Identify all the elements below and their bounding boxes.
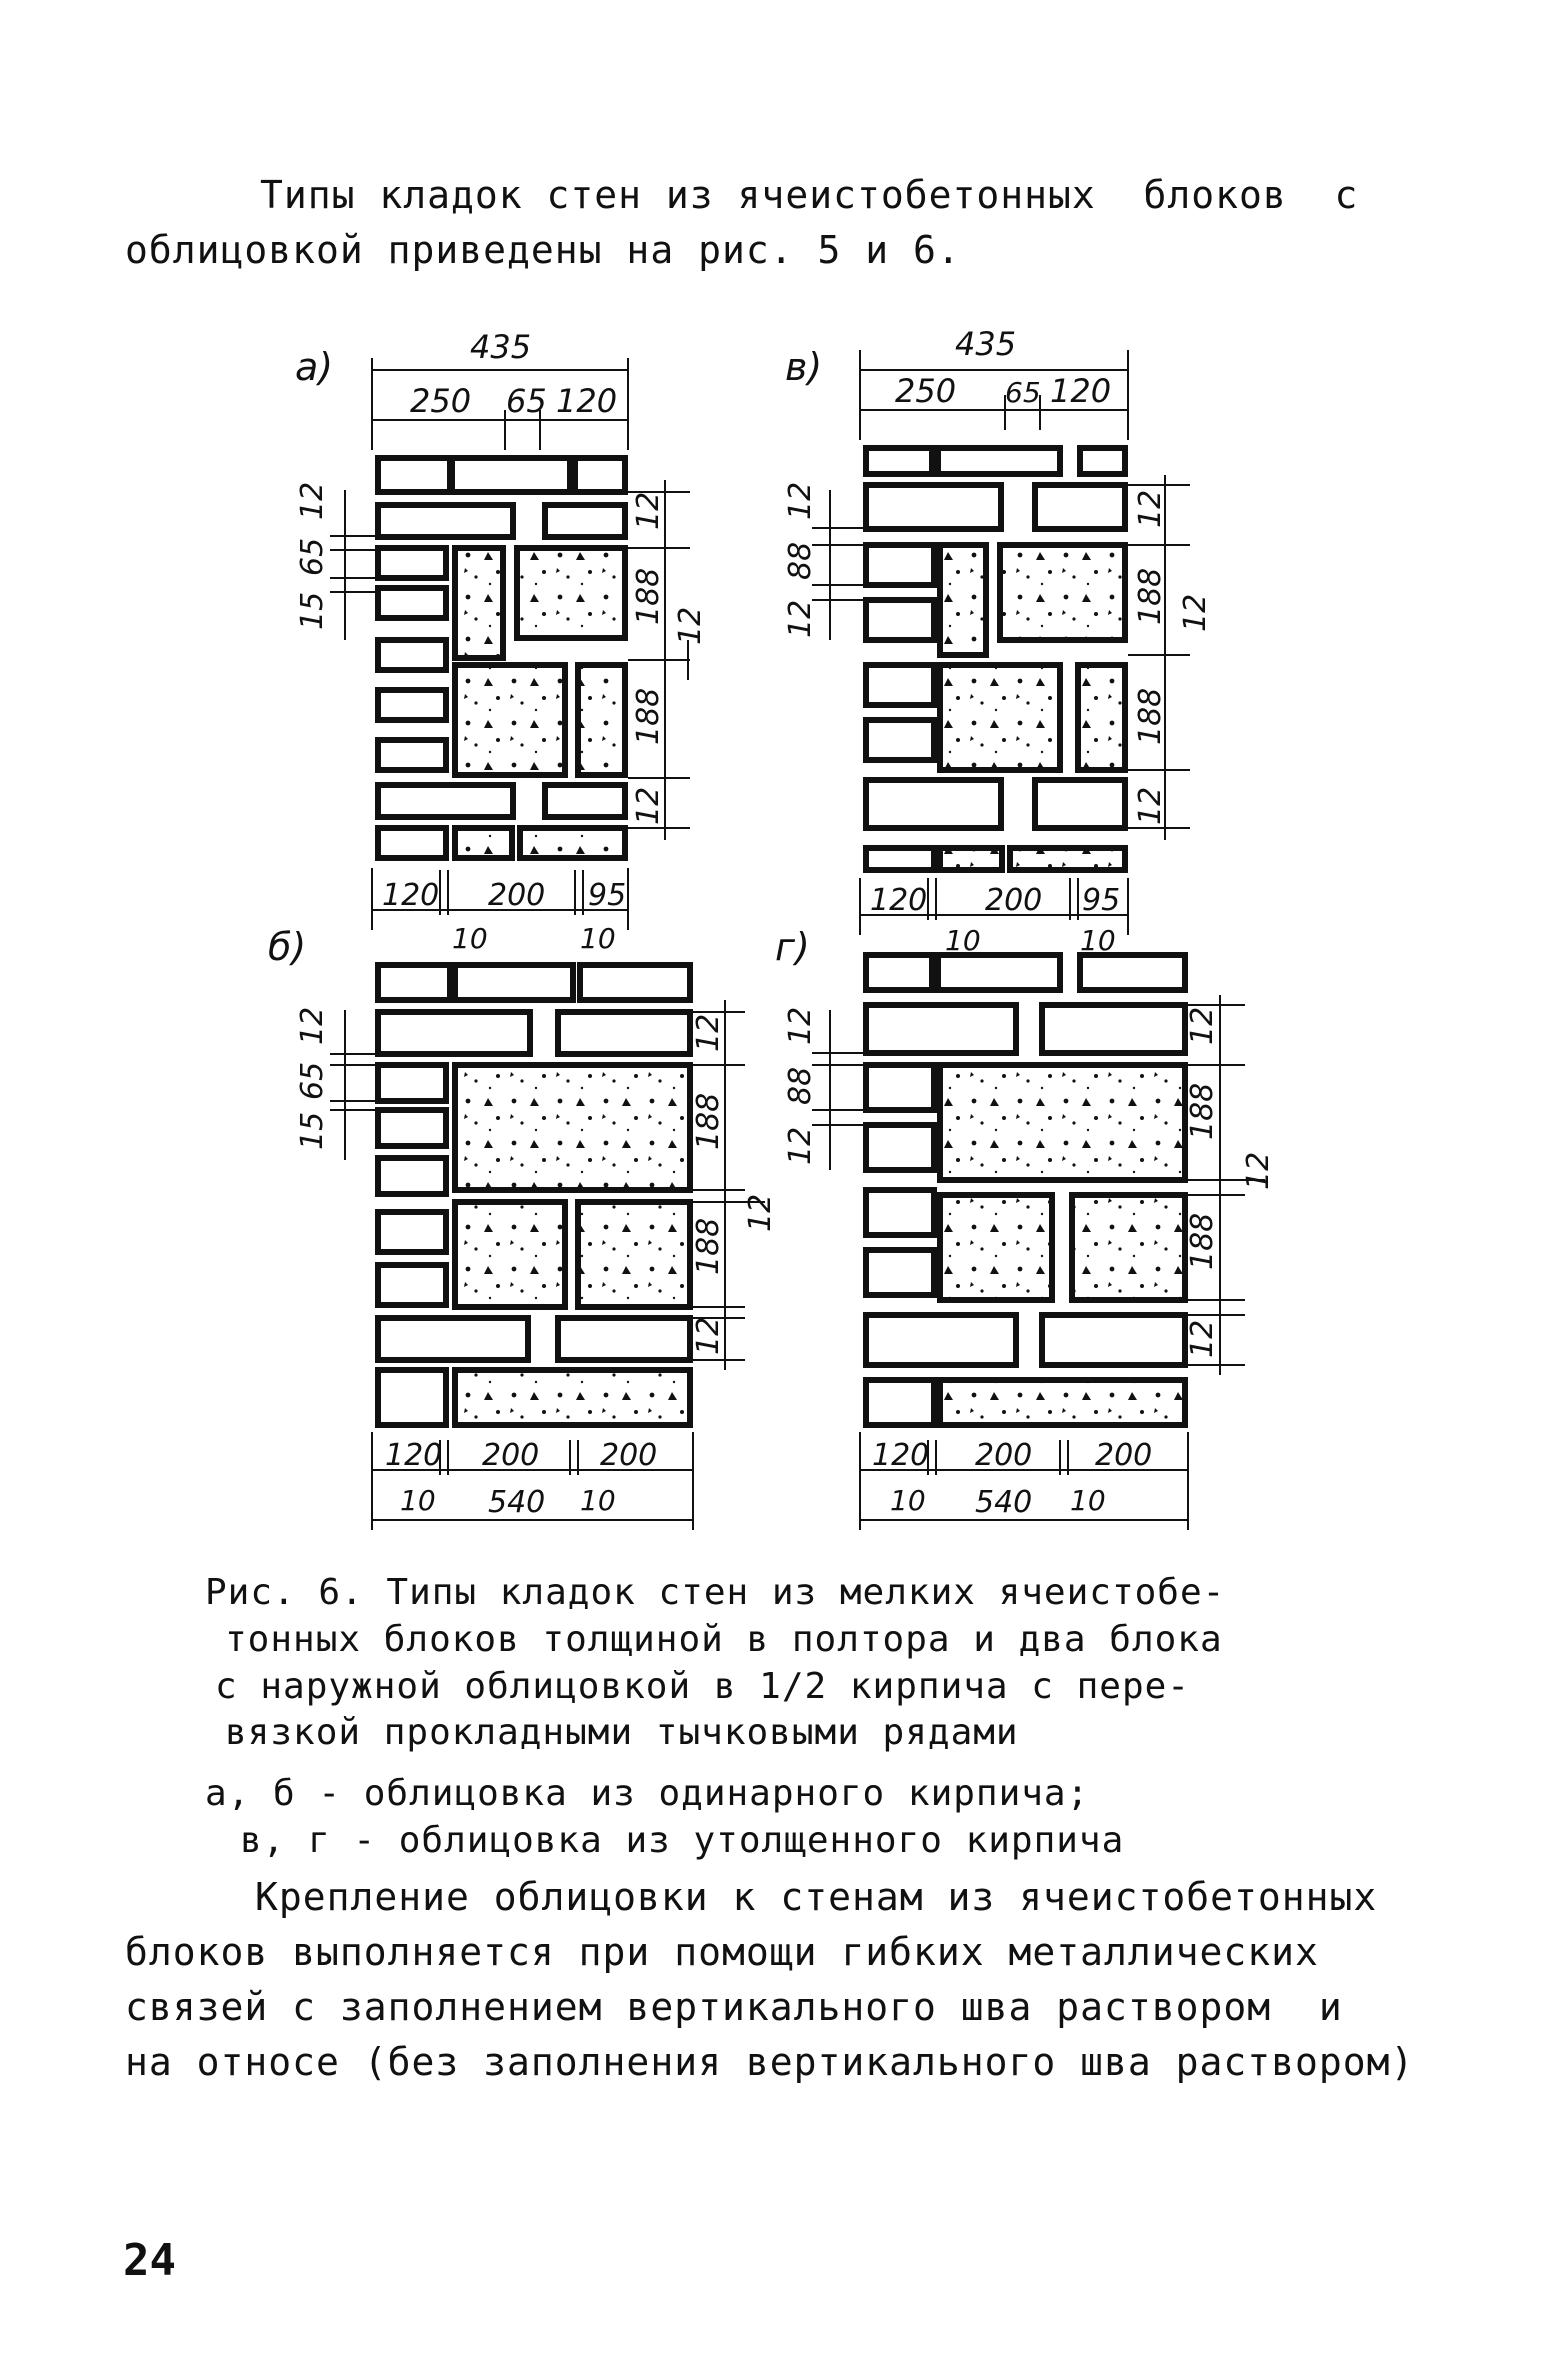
dim-label: 12 [1178, 594, 1213, 632]
dim-label: 10 [1070, 1484, 1106, 1517]
dim-label: 65 [295, 538, 330, 576]
dim-label: 120 [870, 883, 927, 918]
panel-b-letter: б) [268, 925, 306, 969]
panel-g-letter: г) [775, 925, 810, 969]
body-line: Крепление облицовки к стенам из ячеистоб… [255, 1875, 1378, 1919]
dim-label: 250 [410, 382, 471, 420]
dim-label: 200 [975, 1438, 1032, 1473]
panel-v-letter: в) [785, 345, 822, 389]
dim-label: 12 [783, 482, 818, 520]
dim-label: 200 [482, 1438, 539, 1473]
dim-label: 120 [1050, 372, 1111, 410]
dim-label: 12 [1185, 1007, 1220, 1045]
dim-label: 12 [631, 787, 666, 825]
dim-label: 12 [783, 600, 818, 638]
panel-v: в) 435 250 65 120 [783, 325, 1213, 957]
dim-label: 10 [945, 924, 981, 957]
panel-a-letter: а) [295, 345, 333, 389]
intro-paragraph: Типы кладок стен из ячеистобетонных блок… [125, 168, 1358, 278]
dim-label: 250 [895, 372, 956, 410]
caption-legend-line: в, г - облицовка из утолщенного кирпича [240, 1819, 1125, 1861]
dim-label: 95 [1082, 883, 1120, 918]
dim-total: 435 [955, 325, 1016, 363]
panel-a: а) 435 250 65 120 [295, 328, 708, 955]
body-line: на относе (без заполнения вертикального … [125, 2040, 1415, 2085]
body-paragraph: Крепление облицовки к стенам из ячеистоб… [125, 1870, 1414, 2090]
dim-label: 188 [631, 688, 666, 745]
intro-line: облицовкой приведены на рис. 5 и 6. [125, 228, 961, 273]
caption-line: тонных блоков толщиной в полтора и два б… [225, 1618, 1223, 1660]
dim-label: 188 [631, 568, 666, 625]
dim-label: 88 [783, 1067, 818, 1105]
body-line: блоков выполняется при помощи гибких мет… [125, 1930, 1319, 1975]
dim-label: 200 [488, 878, 545, 913]
dim-label: 540 [488, 1485, 545, 1520]
body-line: связей с заполнением вертикального шва р… [125, 1985, 1343, 2030]
dim-label: 120 [872, 1438, 929, 1473]
panel-b: б) 12 65 [268, 925, 778, 1530]
dim-label: 540 [975, 1485, 1032, 1520]
dim-label: 10 [580, 1484, 616, 1517]
dim-label: 12 [631, 492, 666, 530]
dim-label: 12 [783, 1007, 818, 1045]
caption-line: с наружной облицовкой в 1/2 кирпича с пе… [215, 1665, 1190, 1707]
dim-label: 65 [295, 1062, 330, 1100]
dim-label: 12 [1185, 1320, 1220, 1358]
caption-line: Рис. 6. Типы кладок стен из мелких ячеис… [205, 1572, 1226, 1613]
dim-label: 120 [385, 1438, 442, 1473]
dim-label: 188 [691, 1093, 726, 1150]
dim-total: 435 [470, 328, 531, 366]
dim-label: 12 [295, 482, 330, 520]
dim-label: 10 [890, 1484, 926, 1517]
dim-label: 12 [1241, 1152, 1276, 1190]
dim-label: 188 [1133, 568, 1168, 625]
caption-line: вязкой прокладными тычковыми рядами [225, 1712, 1019, 1754]
dim-label: 188 [1133, 688, 1168, 745]
dim-label: 65 [1005, 376, 1041, 409]
masonry-figure: а) 435 250 65 120 [268, 325, 1276, 1530]
dim-label: 12 [1133, 787, 1168, 825]
intro-line: Типы кладок стен из ячеистобетонных блок… [260, 173, 1359, 217]
dim-label: 10 [1080, 924, 1116, 957]
dim-label: 120 [556, 382, 617, 420]
dim-label: 65 [506, 382, 547, 420]
dim-label: 200 [600, 1438, 657, 1473]
caption-legend-line: а, б - облицовка из одинарного кирпича; [205, 1773, 1090, 1815]
dim-label: 15 [295, 1112, 330, 1150]
dim-label: 12 [673, 607, 708, 645]
dim-label: 12 [1133, 490, 1168, 528]
panel-g: г) 12 88 12 [775, 925, 1276, 1530]
dim-label: 10 [580, 922, 616, 955]
dim-label: 188 [1185, 1083, 1220, 1140]
dim-label: 15 [295, 592, 330, 630]
dim-label: 188 [1185, 1213, 1220, 1270]
dim-label: 200 [985, 883, 1042, 918]
dim-label: 12 [691, 1317, 726, 1355]
figure-caption: Рис. 6. Типы кладок стен из мелких ячеис… [205, 1570, 1225, 1865]
dim-label: 120 [382, 878, 439, 913]
dim-label: 88 [783, 542, 818, 580]
dim-label: 95 [588, 878, 626, 913]
dim-label: 200 [1095, 1438, 1152, 1473]
dim-label: 12 [691, 1014, 726, 1052]
dim-label: 12 [295, 1007, 330, 1045]
dim-label: 10 [452, 922, 488, 955]
dim-label: 188 [691, 1218, 726, 1275]
page-number: 24 [123, 2235, 176, 2286]
dim-label: 12 [743, 1194, 778, 1232]
dim-label: 10 [400, 1484, 436, 1517]
dim-label: 12 [783, 1127, 818, 1165]
